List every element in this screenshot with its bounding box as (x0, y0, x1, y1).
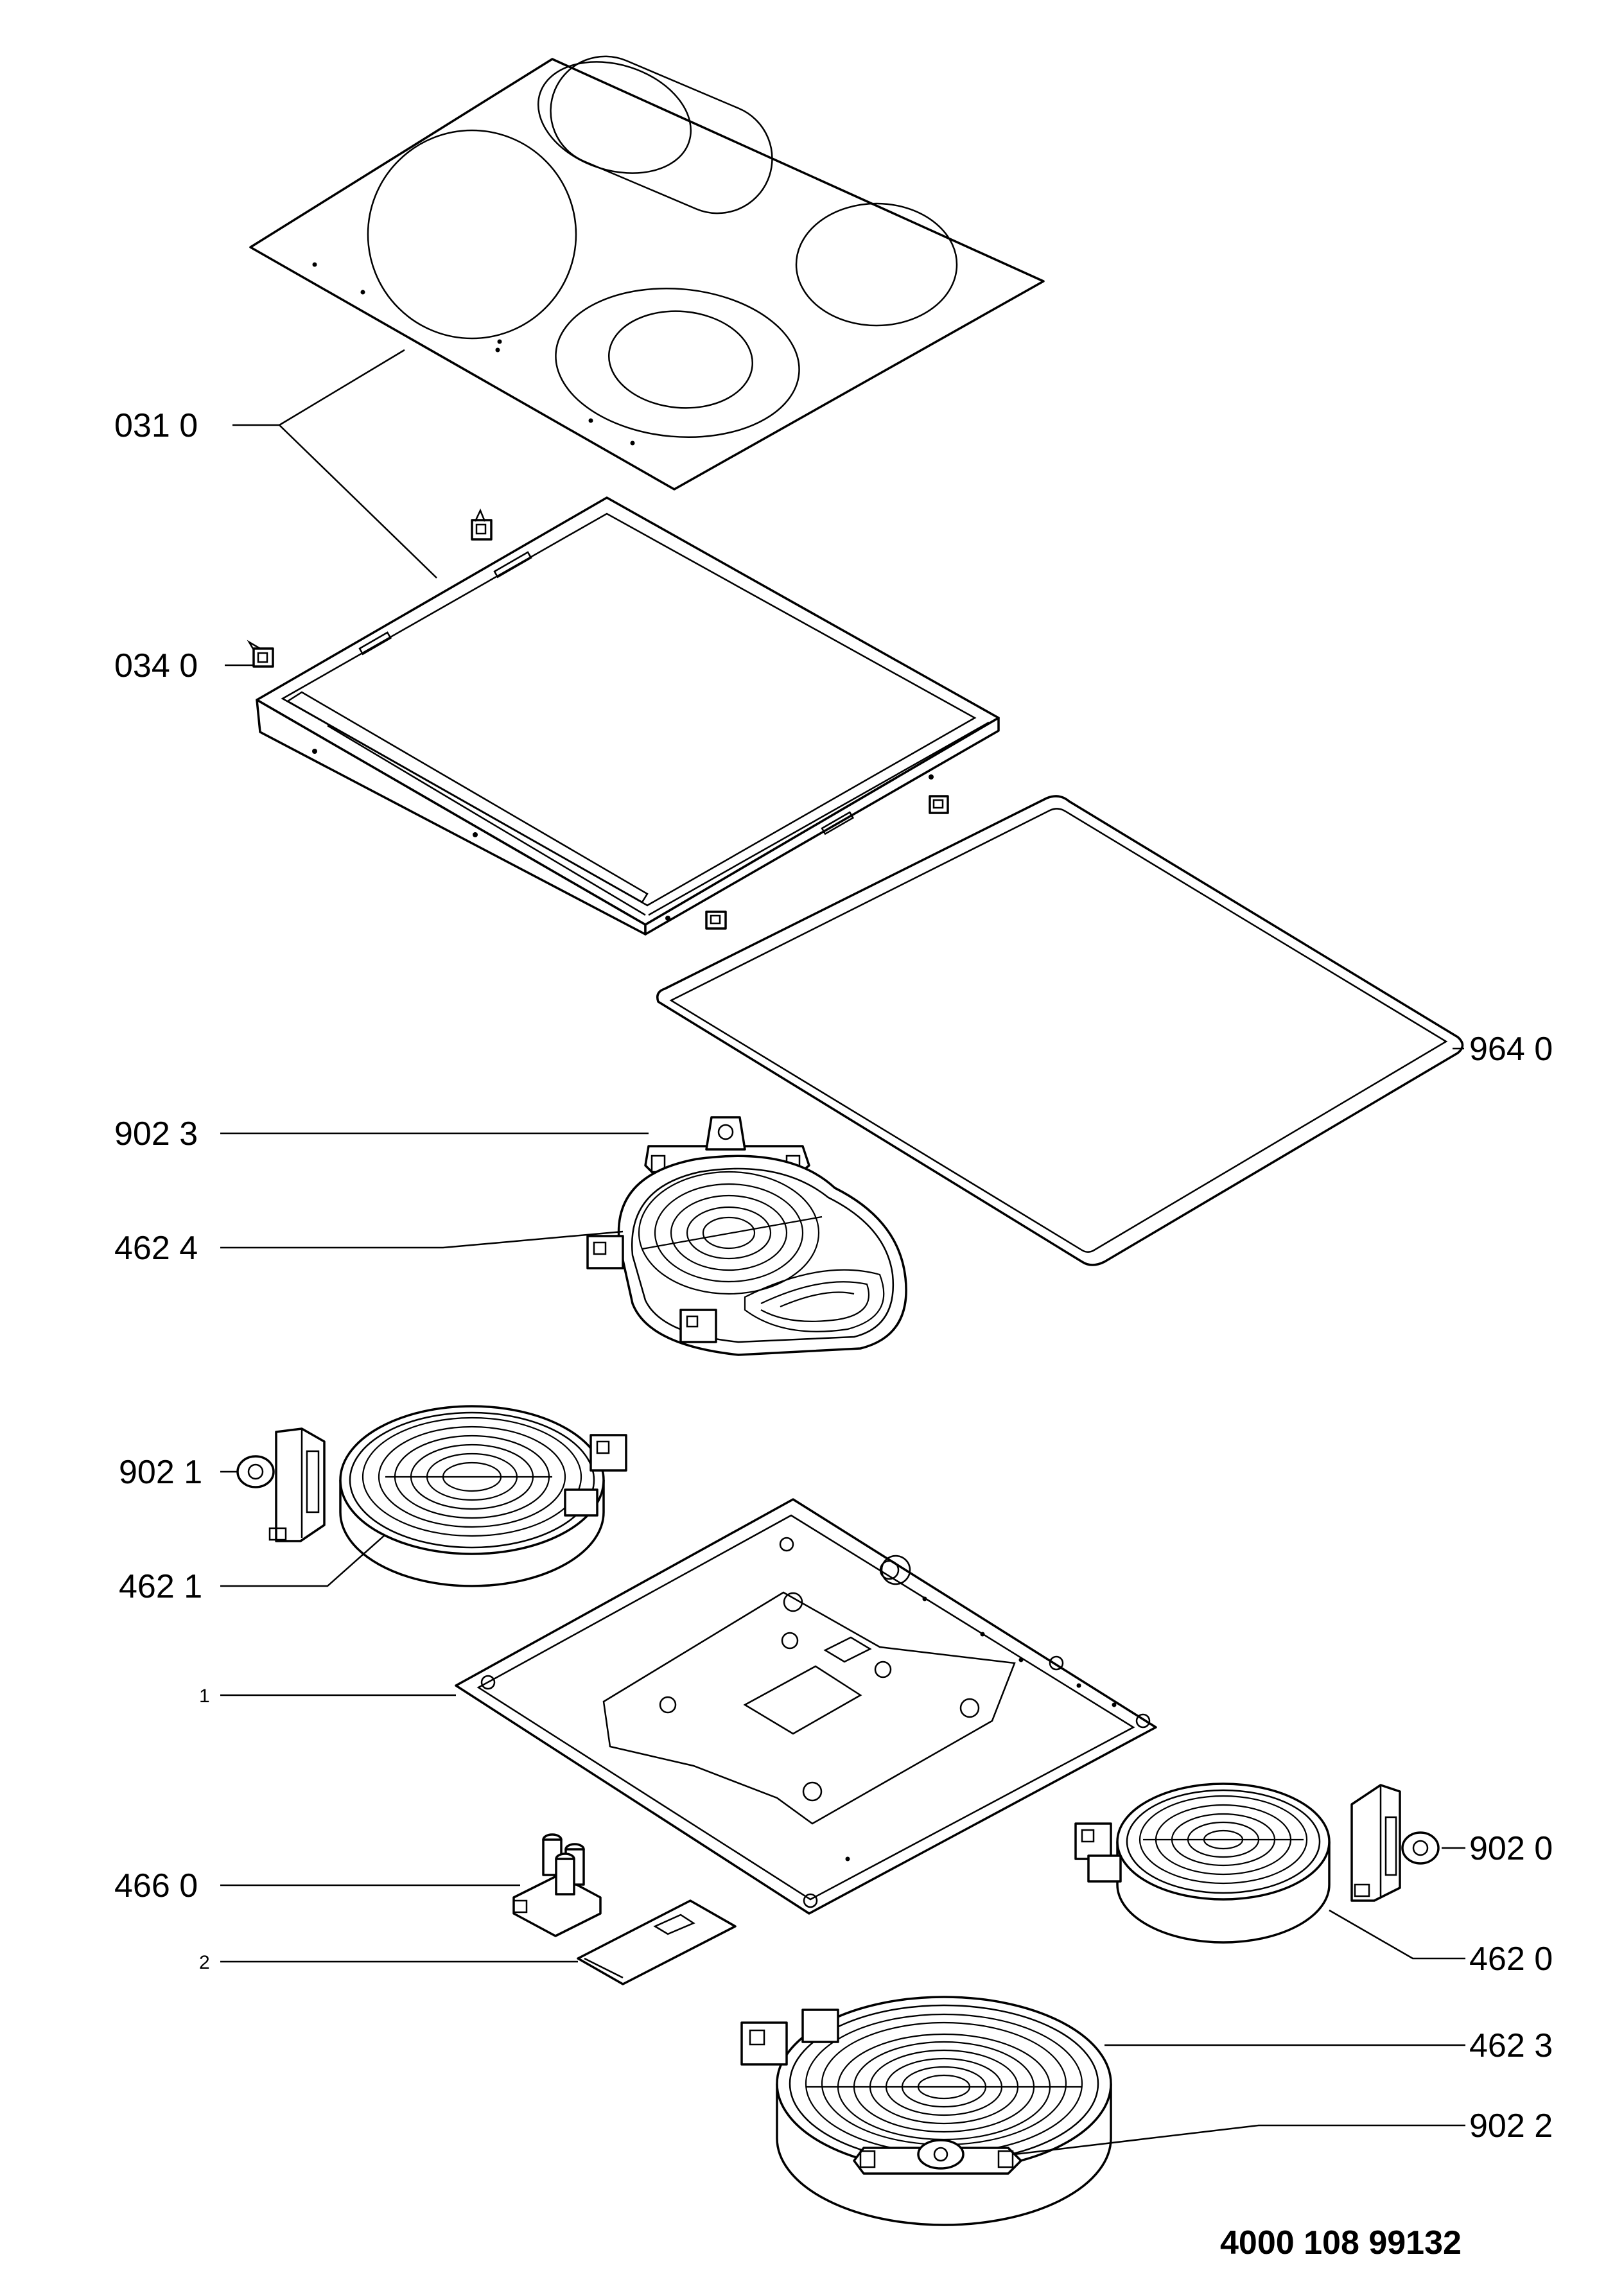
heater-left (339, 1405, 627, 1587)
leader-lines (220, 349, 1465, 2156)
heater-large (740, 1996, 1112, 2226)
label-heater-oval: 462 4 (114, 1230, 198, 1267)
frame-clip-left (247, 640, 274, 668)
label-base-tray: 1 (199, 1686, 210, 1707)
label-frame: 034 0 (114, 647, 198, 684)
label-heater-large: 462 3 (1469, 2027, 1553, 2064)
cooktop-seal (656, 795, 1464, 1266)
heater-right (1074, 1783, 1331, 1944)
frame-clip-top (471, 508, 493, 541)
base-tray (455, 1498, 1157, 1915)
heater-oval (586, 1155, 907, 1356)
label-bracket-bottom: 902 2 (1469, 2107, 1553, 2145)
label-bracket-right: 902 0 (1469, 1830, 1553, 1867)
label-heater-right: 462 0 (1469, 1940, 1553, 1978)
label-bracket-left: 902 1 (119, 1454, 202, 1491)
terminal-block (512, 1833, 602, 1937)
label-glass-top: 031 0 (114, 407, 198, 444)
frame-clip-front (705, 911, 727, 930)
bracket-left-heater (236, 1427, 326, 1542)
bracket-bottom-heater (853, 2139, 1022, 2175)
cooktop-frame (256, 496, 1000, 936)
label-terminal-block: 466 0 (114, 1867, 198, 1905)
frame-clip-right (929, 795, 949, 814)
cover-plate (577, 1899, 737, 1985)
label-bracket-oval: 902 3 (114, 1115, 198, 1153)
glass-cooktop (249, 55, 1045, 491)
label-heater-left: 462 1 (119, 1568, 202, 1605)
label-seal: 964 0 (1469, 1031, 1553, 1068)
bracket-right-heater (1350, 1784, 1440, 1902)
document-number: 4000 108 99132 (1220, 2224, 1462, 2262)
label-cover-plate: 2 (199, 1952, 210, 1973)
